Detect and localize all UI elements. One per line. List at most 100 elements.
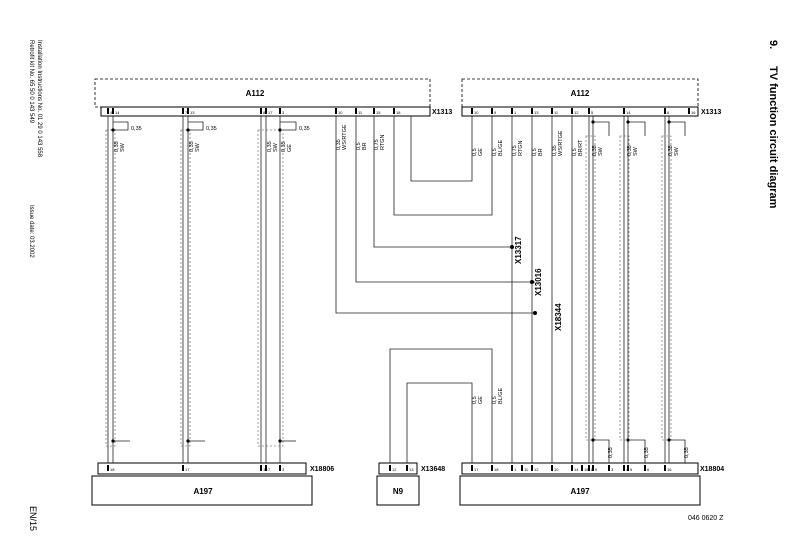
x1313-left-pin-mark	[373, 108, 375, 114]
x18804-pin-mark	[664, 465, 666, 471]
x1313-left-pin-label: 15	[376, 110, 381, 115]
x13648-pin-mark	[389, 465, 391, 471]
a197-left-label: A197	[193, 487, 213, 496]
x18806-pin-label: 17	[185, 467, 190, 472]
wire-size: 0,35	[267, 141, 273, 152]
x18806-pin-mark	[279, 465, 281, 471]
x18804-pin-mark	[588, 465, 590, 471]
x13648-pin-label: 13	[409, 467, 414, 472]
x1313-left-pin-mark	[112, 108, 114, 114]
x1313-right-label: X1313	[701, 109, 721, 116]
x1313-right-pin-label: 1	[514, 110, 517, 115]
x1313-right-pin-label: 11	[554, 110, 559, 115]
wire-size: 0,5	[492, 396, 498, 404]
a112-left-label: A112	[246, 89, 265, 98]
x1313-left-strip	[100, 106, 431, 117]
x18806-pin-mark	[182, 465, 184, 471]
x1313-right-pin-label: 13	[534, 110, 539, 115]
x1313-left-pin-label: 18	[396, 110, 401, 115]
wire-color: GE	[478, 396, 484, 404]
x1313-left-pin-label: 8	[263, 110, 266, 115]
wire-color: WS/RTGE	[342, 124, 348, 150]
n9-box	[376, 475, 420, 506]
shield-size: 0,35	[684, 447, 690, 458]
x18806-pins: 18171673	[107, 465, 285, 472]
x1313-right-pin-mark	[588, 108, 590, 114]
wire-size: 0,75	[374, 139, 380, 150]
wire-size: 0,35	[281, 141, 287, 152]
x18806-pin-mark	[260, 465, 262, 471]
wire-size: 0,35	[592, 145, 598, 156]
x1313-left-pin-mark	[260, 108, 262, 114]
section-number: 9.	[767, 40, 779, 49]
x18806-pin-mark	[265, 465, 267, 471]
x1313-right-pin-label: 12	[574, 110, 579, 115]
x18804-pin-mark	[623, 465, 625, 471]
wire-color: BR/RT	[578, 139, 584, 156]
x1313-left-pin-mark	[182, 108, 184, 114]
wire-color: BR	[538, 148, 544, 156]
x1313-right-pin-mark	[688, 108, 690, 114]
x1313-left-pin-label: 7	[185, 110, 188, 115]
x18804-pin-mark	[551, 465, 553, 471]
x18806-pin-label: 7	[268, 467, 271, 472]
a197-right-label: A197	[570, 487, 590, 496]
wire-size: 0,35	[627, 145, 633, 156]
x1313-right-pin-label: 5	[591, 110, 594, 115]
shield-right-3	[661, 135, 672, 441]
x1313-right-strip	[461, 106, 699, 117]
wire-size: 0,5	[472, 396, 478, 404]
x13648-pins: 12 13	[389, 465, 414, 472]
x1313-left-pin-mark	[107, 108, 109, 114]
wire-size: 0,5	[532, 148, 538, 156]
x1313-left-label: X1313	[432, 109, 452, 116]
wire-size: 0,5	[492, 148, 498, 156]
x1313-right-pin-mark	[511, 108, 513, 114]
x1313-left-pin-mark	[265, 108, 267, 114]
x18804-pin-label: 6	[647, 467, 650, 472]
x18806-label: X18806	[310, 466, 334, 473]
wire-color: SW	[120, 142, 126, 152]
x13648-label: X13648	[421, 466, 445, 473]
wire-color: GE	[287, 144, 293, 152]
shield-right-2	[619, 135, 630, 441]
wire-color: BR	[362, 142, 368, 150]
wire-size: 0,35	[552, 145, 558, 156]
x13648-pin-mark	[406, 465, 408, 471]
wire-color: SW	[273, 142, 279, 152]
x18806-pin-label: 3	[282, 467, 285, 472]
a112-right-label: A112	[571, 89, 590, 98]
shield-left-2	[180, 129, 191, 447]
x1313-right-pin-label: 16	[691, 110, 696, 115]
x18804-label: X18804	[700, 466, 724, 473]
x18804-pin-label: 9	[595, 467, 598, 472]
shield-size-labels: 0,35 0,35 0,35 0,35 0,35 0,35	[131, 126, 690, 458]
x18804-pin-mark	[471, 465, 473, 471]
x13648-pin-label: 12	[392, 467, 397, 472]
x1313-left-pin-label: 11	[358, 110, 363, 115]
x18804-pin-mark	[511, 465, 513, 471]
wire-color: SW	[195, 142, 201, 152]
instructions-text: Installation Instructions No. 01 29 0 14…	[36, 40, 42, 158]
x1313-right-pin-mark	[571, 108, 573, 114]
wire-size: 0,5	[472, 148, 478, 156]
x18804-pin-mark	[531, 465, 533, 471]
shield-size: 0,35	[131, 126, 142, 132]
shield-size: 0,35	[299, 126, 310, 132]
retrofit-text: Retrofit kit No. 65 50 0 143 549	[28, 40, 34, 124]
x1313-right-pin-mark	[531, 108, 533, 114]
n9-label: N9	[393, 487, 404, 496]
x1313-left-pin-label: 14	[115, 110, 120, 115]
x18804-pin-label: 5	[630, 467, 633, 472]
